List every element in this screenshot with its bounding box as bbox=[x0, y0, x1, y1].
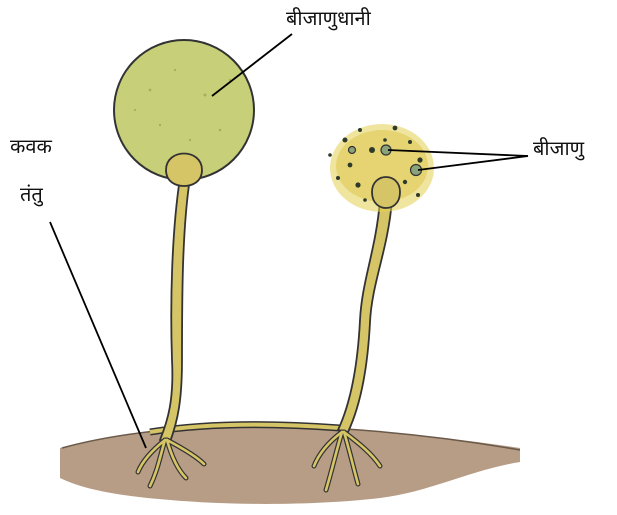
sporangium-label: बीजाणुधानी bbox=[286, 6, 371, 30]
left-stalk bbox=[160, 178, 190, 442]
hyphae-label-line1: कवक bbox=[10, 134, 52, 158]
hyphae-label-line2: तंतु bbox=[20, 182, 43, 206]
right-stalk bbox=[338, 200, 392, 432]
spores-leader-2 bbox=[418, 156, 528, 170]
left-columella bbox=[166, 154, 202, 187]
right-columella bbox=[372, 177, 400, 208]
hyphae-leader bbox=[50, 222, 146, 448]
spores-label: बीजाणु bbox=[533, 136, 584, 160]
soil-layer bbox=[60, 426, 520, 504]
